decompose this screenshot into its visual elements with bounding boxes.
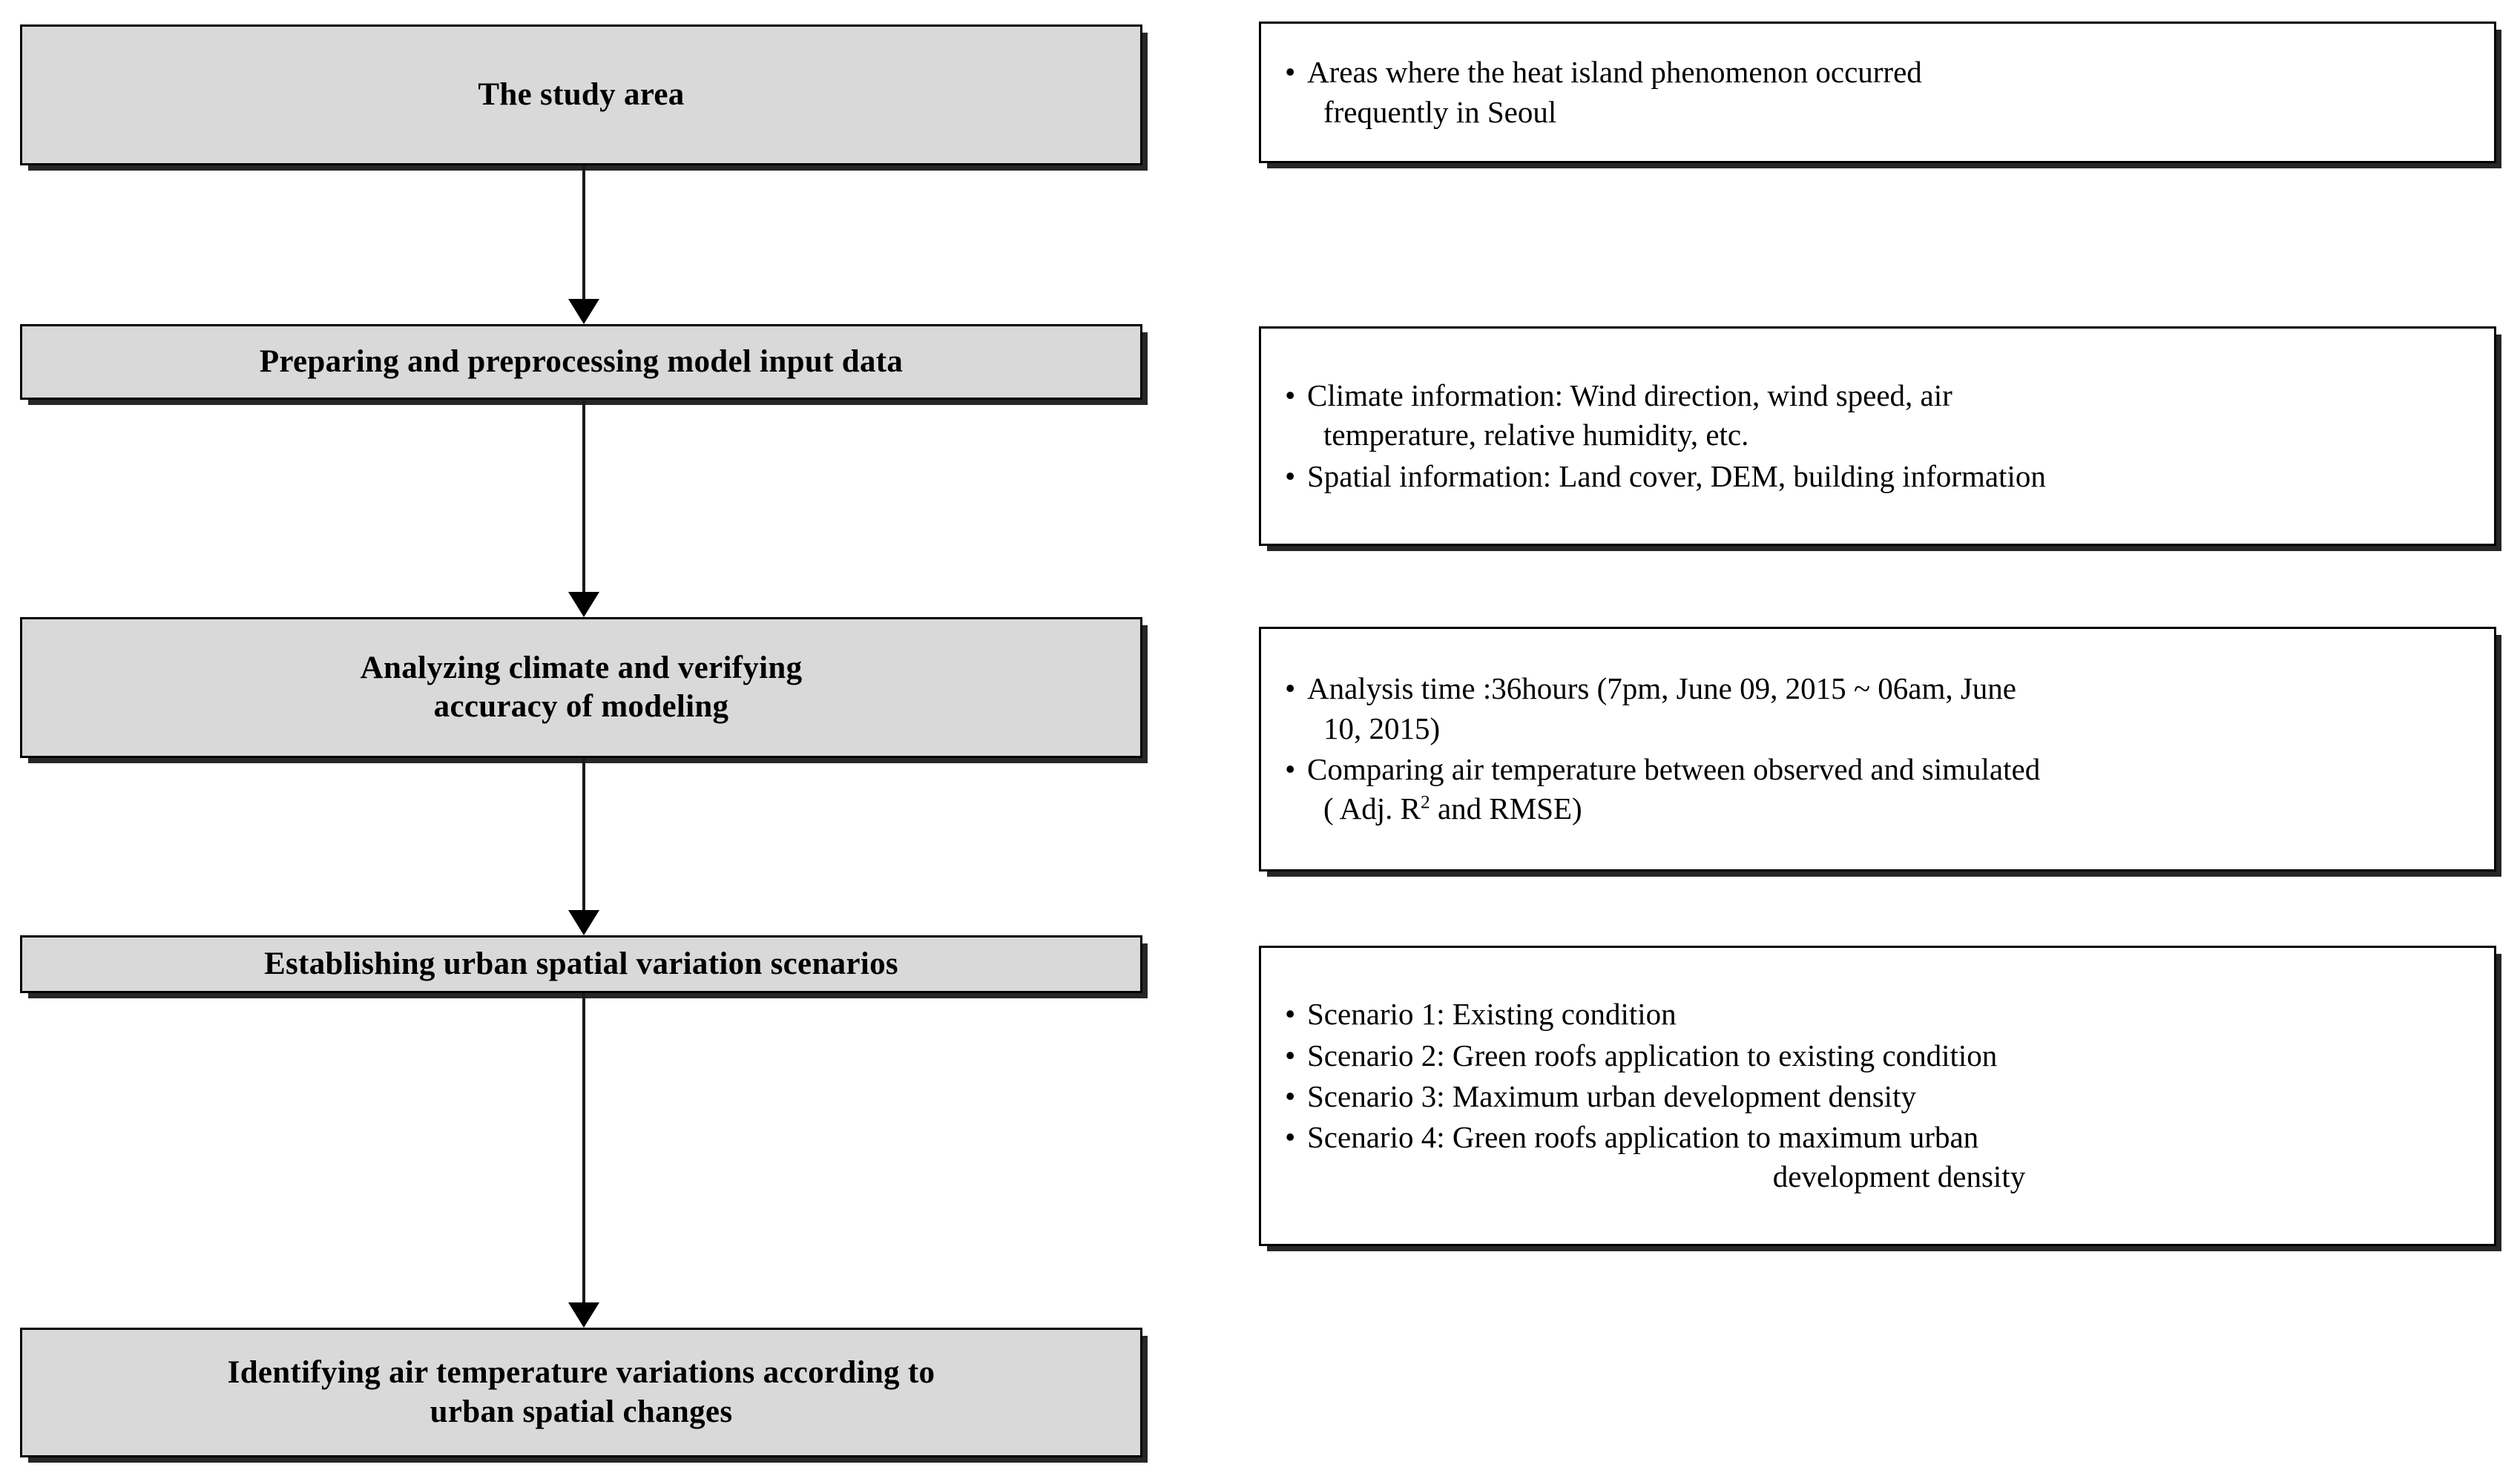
process-box-input-data[interactable]: Preparing and preprocessing model input …	[20, 324, 1142, 400]
bullet-line: Areas where the heat island phenomenon o…	[1307, 55, 1922, 90]
connector-shaft	[582, 758, 585, 910]
detail-list-scenarios: • Scenario 1: Existing condition • Scena…	[1282, 995, 2475, 1196]
bullet-icon: •	[1285, 997, 1296, 1032]
bullet-line: Scenario 1: Existing condition	[1307, 997, 1677, 1032]
bullet-line: development density	[1772, 1159, 2026, 1194]
process-label-scenarios: Establishing urban spatial variation sce…	[264, 946, 898, 981]
bullet-icon: •	[1285, 752, 1296, 786]
detail-box-scenarios[interactable]: • Scenario 1: Existing condition • Scena…	[1259, 946, 2496, 1246]
process-label-identify-variations-line2: urban spatial changes	[430, 1394, 733, 1429]
connector-shaft	[582, 400, 585, 592]
process-box-scenarios[interactable]: Establishing urban spatial variation sce…	[20, 935, 1142, 993]
bullet-line: 10, 2015)	[1323, 711, 1441, 745]
detail-box-analyze-verify[interactable]: • Analysis time :36hours (7pm, June 09, …	[1259, 627, 2496, 872]
arrow-head-icon	[568, 299, 599, 324]
bullet-line: temperature, relative humidity, etc.	[1323, 418, 1749, 452]
process-label-input-data: Preparing and preprocessing model input …	[259, 343, 904, 379]
arrow-head-icon	[568, 1302, 599, 1328]
formula-prefix: ( Adj. R	[1323, 791, 1421, 826]
list-item: • Areas where the heat island phenomenon…	[1282, 53, 2475, 132]
list-item: • Scenario 1: Existing condition	[1282, 995, 2475, 1034]
list-item: • Scenario 2: Green roofs application to…	[1282, 1036, 2475, 1075]
process-box-identify-variations[interactable]: Identifying air temperature variations a…	[20, 1328, 1142, 1457]
arrow-head-icon	[568, 592, 599, 617]
formula-superscript: 2	[1421, 791, 1430, 813]
bullet-line-formula: ( Adj. R2 and RMSE)	[1307, 789, 2475, 828]
list-item: • Spatial information: Land cover, DEM, …	[1282, 457, 2475, 496]
bullet-line: Comparing air temperature between observ…	[1307, 752, 2041, 786]
formula-suffix: and RMSE)	[1430, 791, 1582, 826]
bullet-icon: •	[1285, 1078, 1296, 1113]
bullet-icon: •	[1285, 1120, 1296, 1155]
process-label-analyze-verify-line1: Analyzing climate and verifying	[360, 650, 803, 685]
bullet-line: Scenario 4: Green roofs application to m…	[1307, 1120, 1979, 1155]
detail-box-study-area[interactable]: • Areas where the heat island phenomenon…	[1259, 22, 2496, 163]
bullet-line: frequently in Seoul	[1323, 94, 1557, 129]
bullet-icon: •	[1285, 378, 1296, 413]
bullet-icon: •	[1285, 55, 1296, 90]
process-box-analyze-verify[interactable]: Analyzing climate and verifying accuracy…	[20, 617, 1142, 758]
list-item: • Comparing air temperature between obse…	[1282, 750, 2475, 829]
process-label-identify-variations-line1: Identifying air temperature variations a…	[227, 1355, 935, 1391]
process-label-analyze-verify-line2: accuracy of modeling	[433, 689, 729, 724]
bullet-line: Climate information: Wind direction, win…	[1307, 378, 1952, 413]
process-label-study-area: The study area	[478, 76, 685, 112]
bullet-line: Scenario 2: Green roofs application to e…	[1307, 1038, 1998, 1073]
process-box-study-area[interactable]: The study area	[20, 24, 1142, 165]
detail-list-input-data: • Climate information: Wind direction, w…	[1282, 376, 2475, 496]
arrow-head-icon	[568, 910, 599, 935]
detail-box-input-data[interactable]: • Climate information: Wind direction, w…	[1259, 326, 2496, 546]
list-item: • Scenario 4: Green roofs application to…	[1282, 1118, 2475, 1197]
detail-list-analyze-verify: • Analysis time :36hours (7pm, June 09, …	[1282, 669, 2475, 828]
bullet-icon: •	[1285, 1038, 1296, 1073]
process-label-analyze-verify: Analyzing climate and verifying accuracy…	[341, 649, 822, 727]
process-label-identify-variations: Identifying air temperature variations a…	[208, 1354, 955, 1431]
bullet-icon: •	[1285, 671, 1296, 706]
bullet-line: Scenario 3: Maximum urban development de…	[1307, 1078, 1916, 1113]
list-item: • Scenario 3: Maximum urban development …	[1282, 1077, 2475, 1116]
list-item: • Analysis time :36hours (7pm, June 09, …	[1282, 669, 2475, 748]
bullet-icon: •	[1285, 458, 1296, 493]
list-item: • Climate information: Wind direction, w…	[1282, 376, 2475, 455]
detail-list-study-area: • Areas where the heat island phenomenon…	[1282, 53, 2475, 132]
connector-shaft	[582, 165, 585, 299]
bullet-line: Analysis time :36hours (7pm, June 09, 20…	[1307, 671, 2016, 706]
bullet-line: Spatial information: Land cover, DEM, bu…	[1307, 458, 2046, 493]
connector-shaft	[582, 993, 585, 1302]
